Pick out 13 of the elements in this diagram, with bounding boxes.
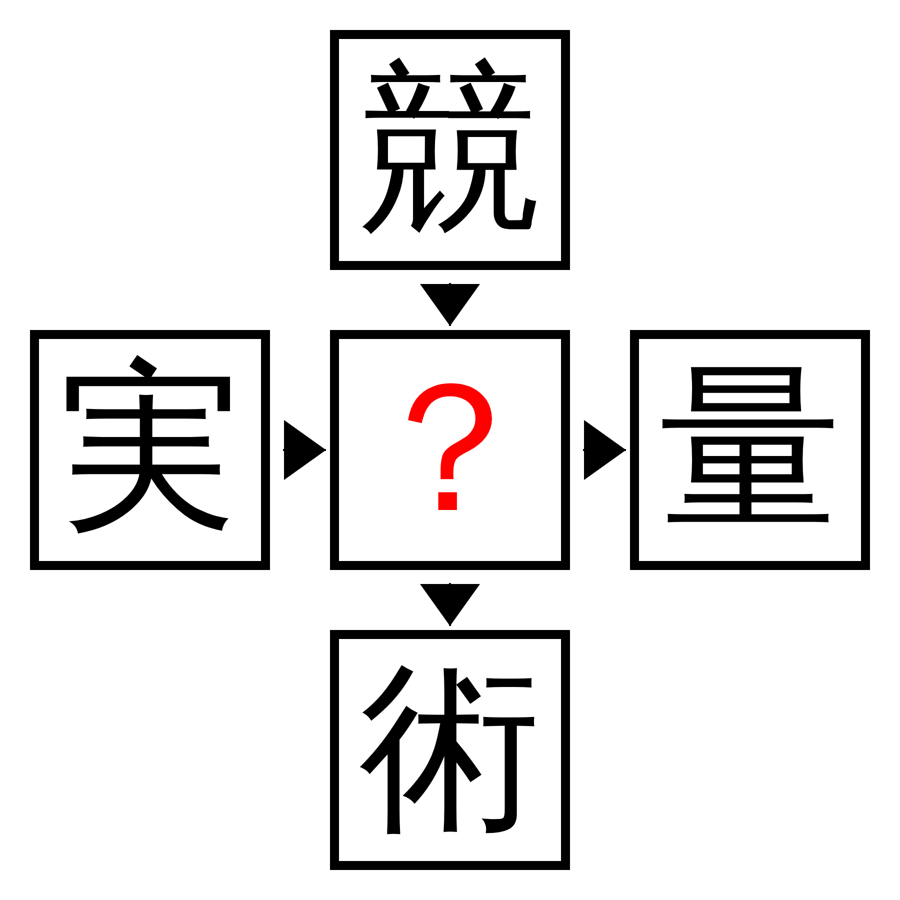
character-box — [330, 330, 570, 570]
kanji-character: 術 — [359, 659, 541, 841]
arrow — [420, 583, 480, 626]
arrow — [283, 420, 326, 480]
arrow — [583, 420, 626, 480]
kanji-character: 量 — [659, 359, 841, 541]
kanji-character: ？ — [359, 359, 541, 541]
kanji-character: 競 — [359, 59, 541, 241]
character-box — [330, 30, 570, 270]
arrow — [420, 283, 480, 326]
character-box — [330, 630, 570, 870]
character-box — [30, 330, 270, 570]
character-box — [630, 330, 870, 570]
